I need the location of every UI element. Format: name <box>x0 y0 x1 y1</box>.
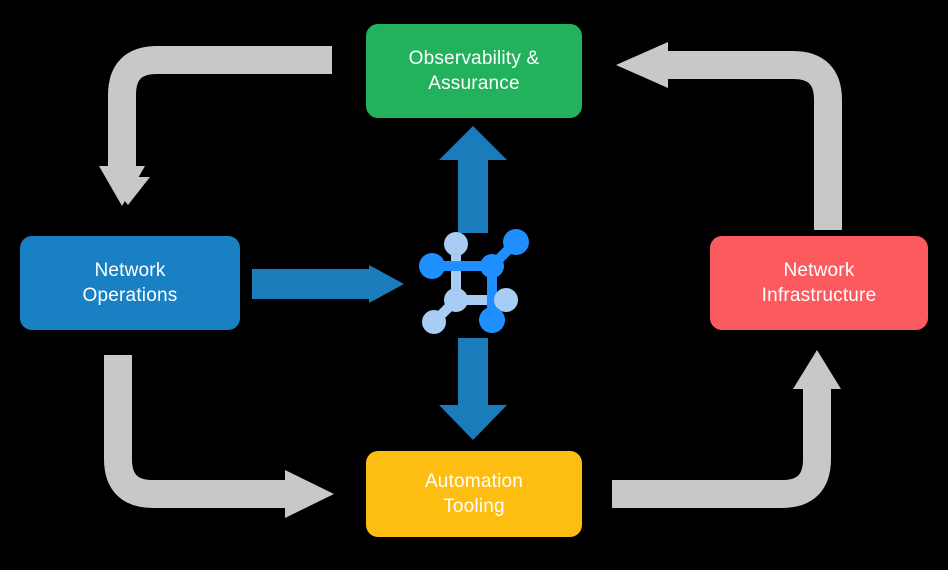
node-observability-assurance[interactable]: Observability & Assurance <box>366 24 582 118</box>
arrow-observability-to-operations-head <box>99 166 145 206</box>
node-automation-tooling[interactable]: Automation Tooling <box>366 451 582 537</box>
arrow-observability-to-operations-shaft <box>108 46 332 170</box>
network-icon-secondary-nodes <box>422 232 518 334</box>
arrow-automation-to-infrastructure-head <box>793 350 841 389</box>
arrow-operations-to-automation-shaft <box>104 355 290 508</box>
arrow-operations-to-center <box>252 265 404 303</box>
network-topology-icon <box>419 229 529 334</box>
node-automation-label: Automation Tooling <box>424 470 524 517</box>
arrow-automation-to-infrastructure-shaft <box>612 385 831 508</box>
arrow-infrastructure-to-observability-shaft <box>660 51 842 230</box>
arrow-operations-to-automation-head <box>285 470 334 518</box>
node-network-operations[interactable]: Network Operations <box>20 236 240 330</box>
node-operations-label: Network Operations <box>82 259 178 306</box>
arrow-center-to-automation <box>439 338 507 440</box>
node-infrastructure-label: Network Infrastructure <box>761 259 877 306</box>
arrow-center-to-observability <box>439 126 507 233</box>
arrow-infrastructure-to-observability-head <box>616 42 668 88</box>
node-network-infrastructure[interactable]: Network Infrastructure <box>710 236 928 330</box>
node-observability-label: Observability & Assurance <box>408 47 540 94</box>
arrow-observability-to-operations <box>106 60 332 205</box>
network-icon-primary-nodes <box>419 229 529 333</box>
